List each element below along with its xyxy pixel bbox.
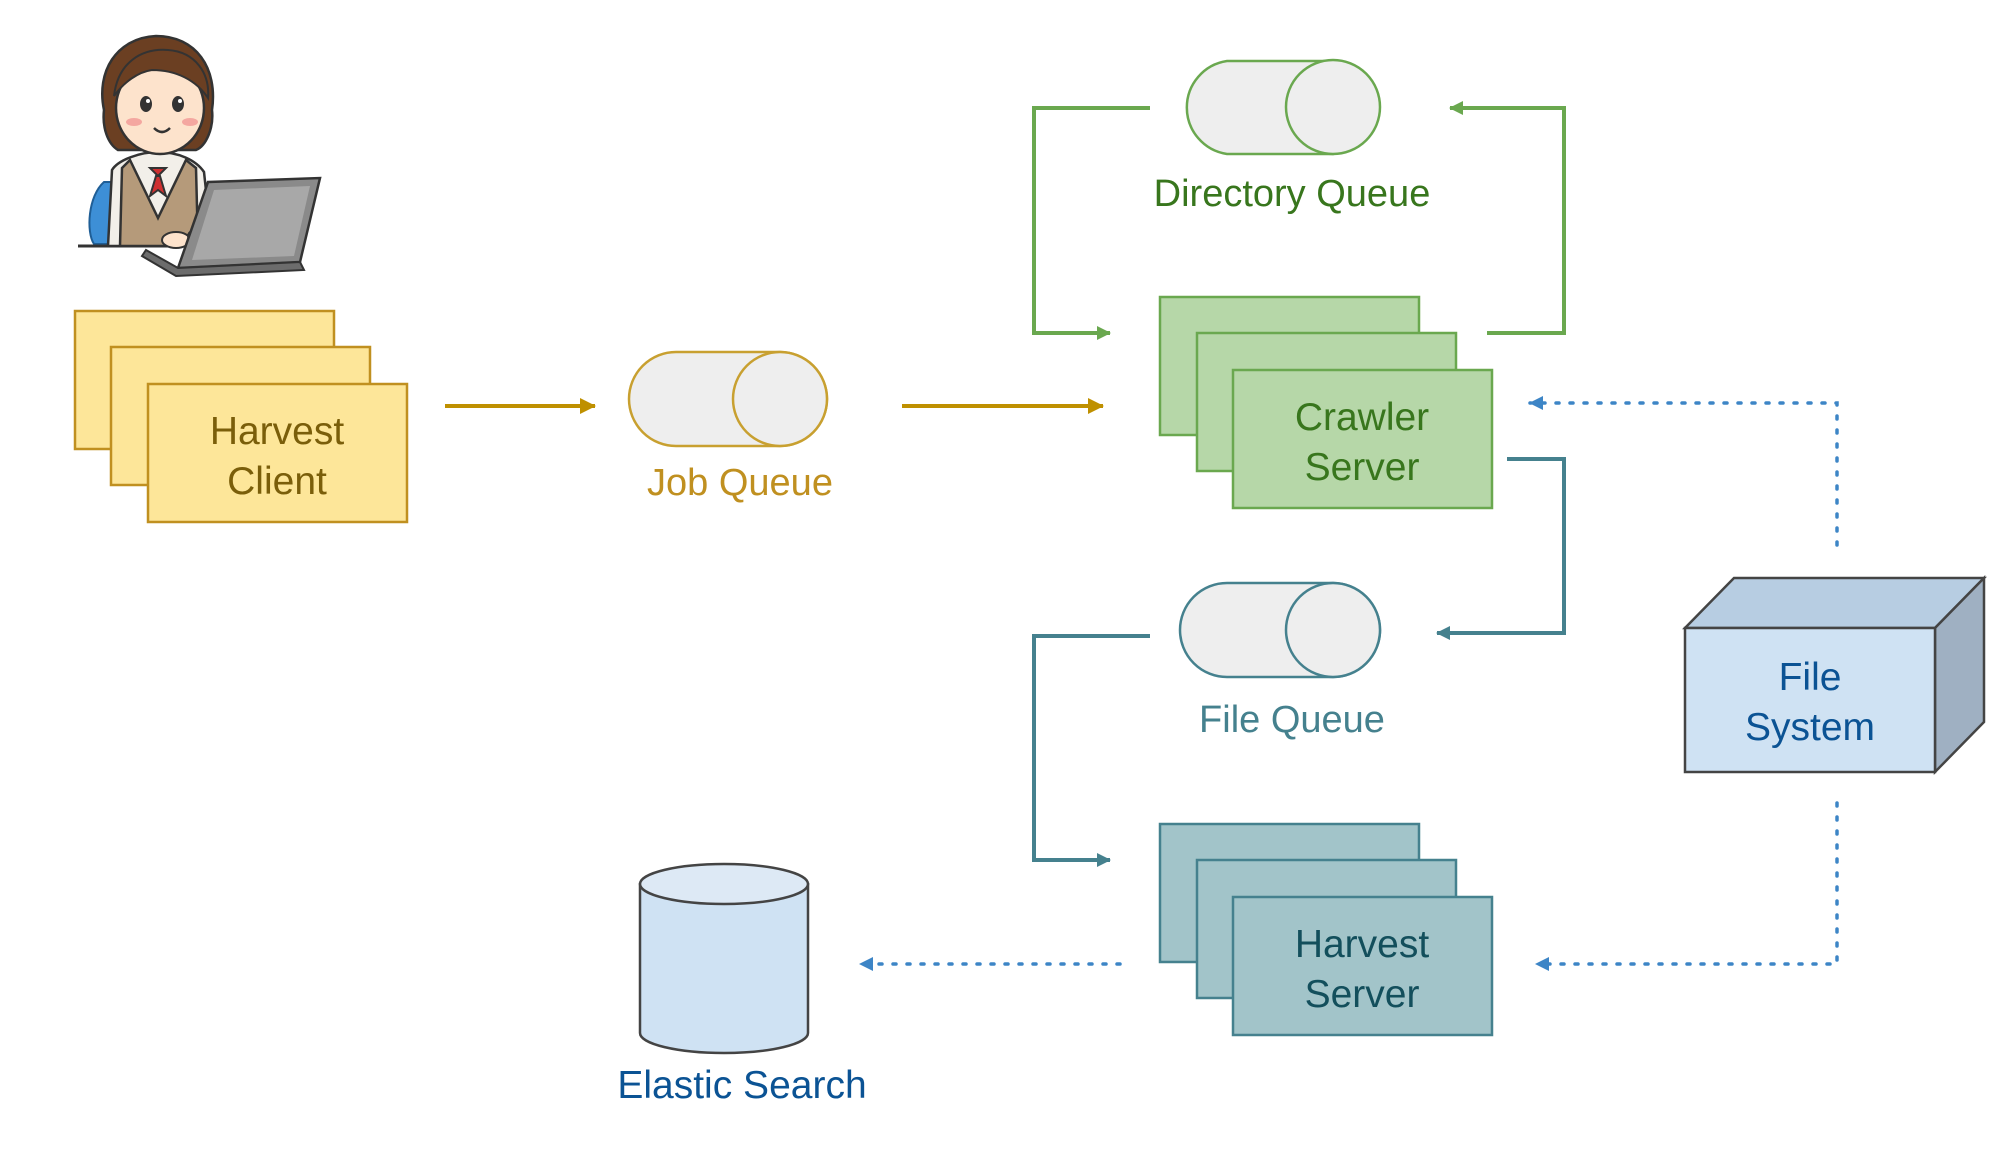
harvest-client-stack: Harvest Client [73,309,409,524]
harvest-client-label-line1: Harvest [210,410,345,453]
crawler-server-label-line1: Crawler [1295,396,1429,439]
arrow-file-system-to-harvest-server [1534,801,1839,971]
job-queue-cylinder: Job Queue [627,350,833,504]
crawler-server-stack: Crawler Server [1158,295,1494,510]
arrow-file-queue-to-harvest-server [1032,634,1150,867]
arrow-directory-queue-to-crawler [1032,106,1150,340]
directory-queue-label: Directory Queue [1154,173,1431,215]
harvest-server-stack: Harvest Server [1158,822,1494,1037]
elastic-search-label: Elastic Search [617,1064,866,1107]
directory-queue-cylinder: Directory Queue [1154,58,1431,215]
arrow-crawler-to-file-queue [1436,457,1566,640]
file-system-label-line2: System [1745,706,1875,749]
harvest-client-card-front [146,382,409,524]
file-system-label-line1: File [1779,656,1842,699]
user-at-laptop-icon [78,34,322,278]
crawler-server-label-line2: Server [1305,446,1420,489]
harvest-server-label-line1: Harvest [1295,923,1430,966]
crawler-server-card-front [1231,368,1494,510]
harvest-client-label-line2: Client [227,460,327,503]
elastic-search-database: Elastic Search [617,862,867,1107]
job-queue-label: Job Queue [647,462,833,504]
arrow-crawler-to-directory-queue [1449,101,1566,335]
harvest-server-label-line2: Server [1305,973,1420,1016]
file-system-box: File System [1682,574,1987,776]
file-queue-label: File Queue [1199,699,1385,741]
file-queue-cylinder: File Queue [1178,581,1385,741]
harvest-server-card-front [1231,895,1494,1037]
arrow-file-system-to-crawler [1528,396,1839,547]
